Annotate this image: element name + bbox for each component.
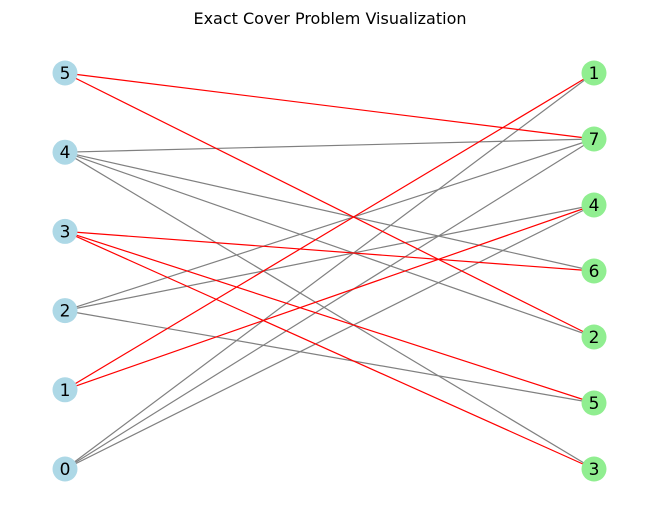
right-node-label: 6 — [589, 262, 600, 282]
right-node-label: 2 — [589, 328, 600, 348]
right-node-circle — [581, 192, 607, 218]
highlighted-edge-L1-R4 — [64, 204, 595, 391]
edge-L4-R3 — [64, 151, 595, 470]
highlighted-edge-L3-R6 — [64, 230, 595, 272]
edge-L0-R1 — [64, 72, 595, 470]
right-node-label: 5 — [589, 394, 600, 414]
highlighted-edge-L3-R5 — [64, 230, 595, 404]
right-node-3: 3 — [581, 456, 607, 482]
left-node-0: 0 — [52, 456, 78, 482]
right-node-circle — [581, 390, 607, 416]
left-node-label: 4 — [60, 143, 71, 163]
left-node-label: 2 — [60, 302, 71, 322]
left-node-circle — [52, 218, 78, 244]
graph-title: Exact Cover Problem Visualization — [193, 9, 466, 28]
edges-layer — [64, 72, 595, 470]
left-node-circle — [52, 456, 78, 482]
right-node-label: 7 — [589, 130, 600, 150]
highlighted-edge-L5-R2 — [64, 72, 595, 338]
edge-L4-R2 — [64, 151, 595, 338]
right-node-1: 1 — [581, 60, 607, 86]
left-node-circle — [52, 60, 78, 86]
left-node-1: 1 — [52, 377, 78, 403]
nodes-layer: 5 4 3 2 1 0 1 7 4 6 2 5 3 — [52, 60, 607, 482]
highlighted-edge-L3-R3 — [64, 230, 595, 470]
right-node-circle — [581, 456, 607, 482]
edge-L4-R6 — [64, 151, 595, 272]
right-node-circle — [581, 258, 607, 284]
right-node-2: 2 — [581, 324, 607, 350]
right-node-circle — [581, 324, 607, 350]
left-node-4: 4 — [52, 139, 78, 165]
edge-L2-R7 — [64, 138, 595, 312]
edge-L0-R7 — [64, 138, 595, 470]
left-node-3: 3 — [52, 218, 78, 244]
left-node-5: 5 — [52, 60, 78, 86]
left-node-label: 1 — [60, 381, 71, 401]
left-node-label: 3 — [60, 222, 71, 242]
right-node-label: 3 — [589, 460, 600, 480]
left-node-circle — [52, 377, 78, 403]
right-node-5: 5 — [581, 390, 607, 416]
edge-L0-R4 — [64, 204, 595, 470]
edge-L2-R5 — [64, 310, 595, 404]
right-node-circle — [581, 126, 607, 152]
left-node-label: 0 — [60, 460, 71, 480]
right-node-4: 4 — [581, 192, 607, 218]
right-node-label: 4 — [589, 196, 600, 216]
left-node-2: 2 — [52, 298, 78, 324]
right-node-6: 6 — [581, 258, 607, 284]
left-node-label: 5 — [60, 64, 71, 84]
edge-L4-R7 — [64, 138, 595, 153]
highlighted-edge-L5-R7 — [64, 72, 595, 140]
right-node-circle — [581, 60, 607, 86]
highlighted-edge-L1-R1 — [64, 72, 595, 391]
right-node-7: 7 — [581, 126, 607, 152]
left-node-circle — [52, 298, 78, 324]
left-node-circle — [52, 139, 78, 165]
edge-L2-R4 — [64, 204, 595, 312]
right-node-label: 1 — [589, 64, 600, 84]
